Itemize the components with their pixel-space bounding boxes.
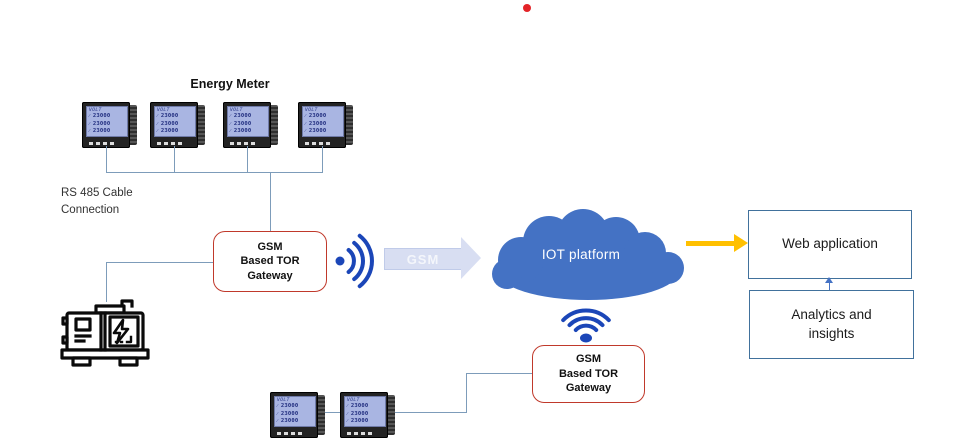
gateway-label-line3: Gateway bbox=[565, 382, 612, 395]
analytics-label-line1: Analytics and bbox=[791, 307, 872, 323]
meter-buttons bbox=[89, 142, 114, 145]
gateway-label-line3: Gateway bbox=[247, 269, 293, 282]
meter-body: VOLT230002300023000 bbox=[340, 392, 388, 438]
cloud-shape bbox=[492, 209, 684, 300]
gsm-gateway-box-2: GSM Based TOR Gateway bbox=[532, 345, 645, 403]
connector-line bbox=[174, 146, 175, 172]
red-marker-dot bbox=[523, 4, 531, 12]
energy-meter-1: VOLT230002300023000 bbox=[82, 102, 138, 150]
rs485-label-line2: Connection bbox=[61, 204, 120, 217]
rs485-label-line1: RS 485 Cable bbox=[61, 187, 133, 199]
web-application-box: Web application bbox=[748, 210, 912, 279]
rs485-label: RS 485 Cable Connection bbox=[61, 185, 133, 220]
generator-connector-line bbox=[106, 262, 213, 263]
wifi-signal-right-icon bbox=[335, 233, 374, 289]
analytics-label-line2: insights bbox=[808, 325, 855, 341]
energy-meter-title: Energy Meter bbox=[190, 77, 270, 91]
meter-lcd-screen: VOLT230002300023000 bbox=[86, 106, 128, 137]
analytics-box: Analytics and insights bbox=[749, 290, 914, 359]
meter-body: VOLT230002300023000 bbox=[298, 102, 346, 148]
block-arrow-head bbox=[461, 237, 481, 279]
generator-icon bbox=[60, 299, 150, 367]
gateway-label-line2: Based TOR bbox=[240, 255, 300, 268]
meter-lcd-screen: VOLT230002300023000 bbox=[274, 396, 316, 427]
meter-side-panel bbox=[197, 105, 205, 145]
meter-lcd-screen: VOLT230002300023000 bbox=[227, 106, 269, 137]
generator-connector-line bbox=[106, 262, 107, 302]
meter-buttons bbox=[277, 432, 302, 435]
web-application-label: Web application bbox=[782, 236, 878, 252]
meter-lcd-screen: VOLT230002300023000 bbox=[154, 106, 196, 137]
cloud-puffs bbox=[492, 209, 684, 300]
connector-line bbox=[106, 146, 107, 172]
connector-line bbox=[318, 412, 340, 413]
arrow-up-stem bbox=[828, 282, 830, 290]
meter-buttons bbox=[305, 142, 330, 145]
meter-side-panel bbox=[317, 395, 325, 435]
gsm-gateway-box-1: GSM Based TOR Gateway bbox=[213, 231, 327, 292]
gateway-label-line2: Based TOR bbox=[558, 367, 619, 380]
analytics-to-webapp-arrow bbox=[824, 277, 834, 290]
connector-line bbox=[270, 172, 271, 231]
arrow-shaft bbox=[686, 241, 736, 246]
gsm-arrow-label: GSM bbox=[384, 248, 462, 270]
meter-body: VOLT230002300023000 bbox=[223, 102, 271, 148]
meter-buttons bbox=[347, 432, 372, 435]
meter-buttons bbox=[157, 142, 182, 145]
energy-meter-3: VOLT230002300023000 bbox=[223, 102, 279, 150]
rs485-bus-line bbox=[106, 172, 323, 173]
connector-line bbox=[247, 146, 248, 172]
connector-line bbox=[388, 412, 467, 413]
energy-meter-5: VOLT230002300023000 bbox=[270, 392, 326, 440]
gsm-block-arrow: GSM bbox=[384, 237, 482, 279]
meter-side-panel bbox=[345, 105, 353, 145]
meter-lcd-screen: VOLT230002300023000 bbox=[302, 106, 344, 137]
meter-buttons bbox=[230, 142, 255, 145]
iot-platform-cloud: IOT platform bbox=[483, 208, 693, 306]
cloud-to-webapp-arrow bbox=[686, 234, 750, 252]
wifi-signal-up-icon bbox=[561, 308, 611, 343]
arrow-up-head bbox=[825, 277, 833, 283]
connector-line bbox=[466, 373, 532, 374]
energy-meter-2: VOLT230002300023000 bbox=[150, 102, 206, 150]
connector-line bbox=[322, 146, 323, 172]
meter-body: VOLT230002300023000 bbox=[82, 102, 130, 148]
energy-meter-4: VOLT230002300023000 bbox=[298, 102, 354, 150]
energy-meter-6: VOLT230002300023000 bbox=[340, 392, 396, 440]
meter-lcd-screen: VOLT230002300023000 bbox=[344, 396, 386, 427]
meter-side-panel bbox=[387, 395, 395, 435]
gateway-label-line1: GSM bbox=[257, 240, 283, 253]
connector-line bbox=[466, 373, 467, 413]
meter-body: VOLT230002300023000 bbox=[270, 392, 318, 438]
meter-side-panel bbox=[129, 105, 137, 145]
gateway-label-line1: GSM bbox=[575, 353, 602, 366]
arrow-head bbox=[734, 234, 748, 252]
meter-side-panel bbox=[270, 105, 278, 145]
meter-body: VOLT230002300023000 bbox=[150, 102, 198, 148]
cloud-label: IOT platform bbox=[541, 247, 621, 262]
